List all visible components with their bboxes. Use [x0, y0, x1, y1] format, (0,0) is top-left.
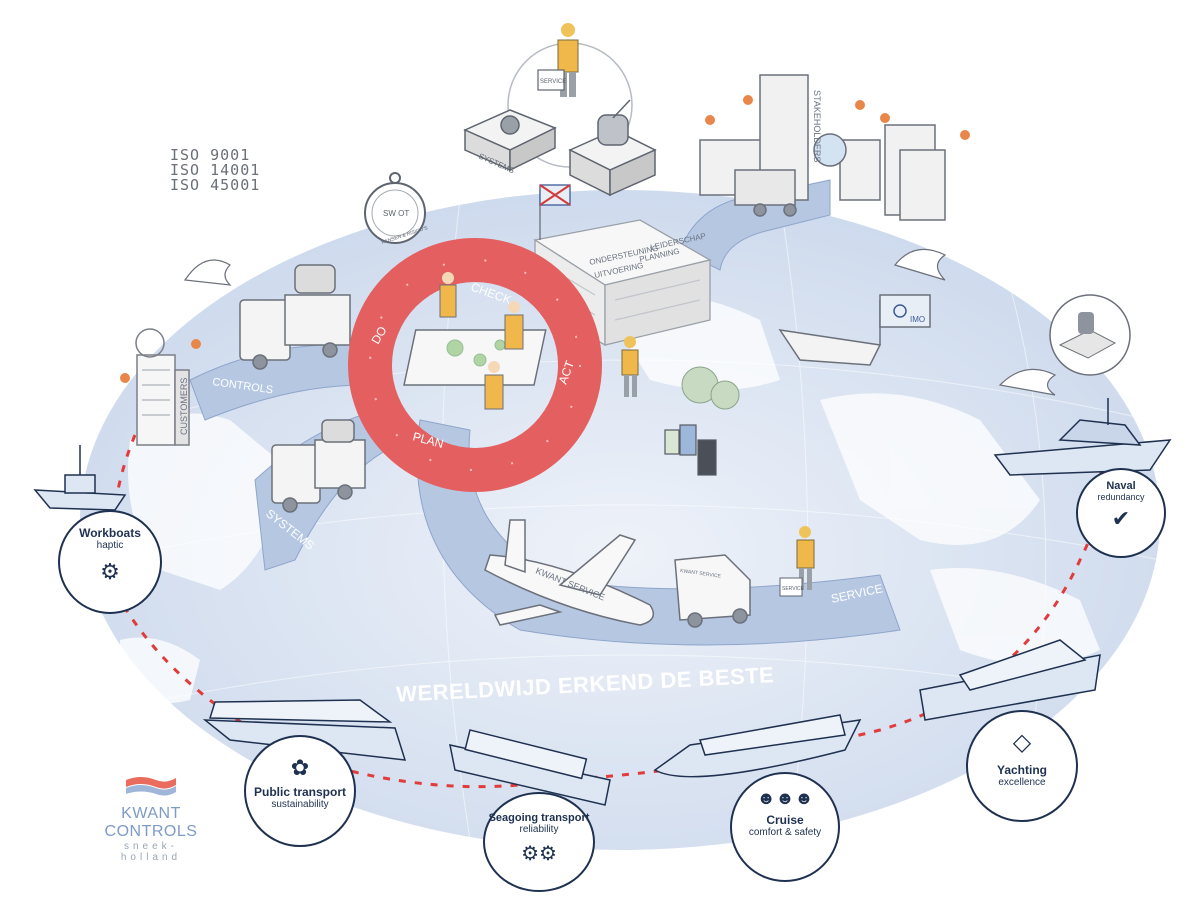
- plane: [484, 519, 655, 626]
- service-case-top-label: SERVICE: [540, 79, 566, 85]
- truck-controls: [239, 264, 351, 370]
- pdca-ring: [348, 238, 602, 492]
- stakeholders-label: STAKEHOLDERS: [812, 90, 822, 162]
- logo-name: KWANT CONTROLS: [104, 805, 198, 840]
- badge-naval: Naval redundancy ✔: [1076, 468, 1166, 558]
- badge-title: Yachting: [996, 763, 1047, 777]
- service-van: [674, 554, 751, 628]
- site-worker: [621, 336, 639, 397]
- customers-label: CUSTOMERS: [179, 378, 189, 435]
- badge-title: Naval: [1106, 480, 1136, 492]
- diamond-icon: ◇: [1012, 729, 1032, 756]
- joystick-bubble: [1049, 294, 1131, 376]
- waves: [183, 248, 1057, 396]
- van-label: KWANT SERVICE: [680, 568, 722, 580]
- badge-public-transport: ✿ Public transport sustainability: [244, 735, 356, 847]
- badge-yachting: ◇ Yachting excellence: [966, 710, 1078, 822]
- service-person-road: [779, 526, 815, 597]
- badge-title: Cruise: [766, 813, 804, 827]
- leaf-icon: ✿: [290, 755, 310, 780]
- stakeholders-city: [699, 74, 946, 221]
- logo-tagline: sneek-holland: [120, 841, 182, 863]
- truck-systems: [271, 419, 366, 513]
- ship-cruise: [653, 714, 862, 778]
- trees: [681, 366, 740, 410]
- badge-subtitle: reliability: [519, 824, 559, 835]
- stakeholders-people: [705, 95, 970, 140]
- service-person: [537, 23, 579, 97]
- people-icon: ☻☻☻: [756, 788, 814, 808]
- ship-seagoing: [449, 729, 611, 806]
- iso-list: ISO 9001 ISO 14001 ISO 45001: [170, 148, 260, 193]
- badge-subtitle: excellence: [998, 777, 1046, 788]
- badge-title: Workboats: [79, 526, 141, 540]
- joystick-icon: ⚙: [100, 559, 120, 584]
- iso-14001: ISO 14001: [170, 161, 261, 179]
- lever-box: [568, 99, 657, 197]
- badge-subtitle: sustainability: [271, 799, 329, 810]
- customers-building: [120, 328, 201, 446]
- iso-9001: ISO 9001: [170, 146, 251, 164]
- badge-workboats: Workboats haptic ⚙: [58, 510, 162, 614]
- badge-seagoing-transport: Seagoing transport reliability ⚙⚙: [483, 792, 595, 892]
- kwant-controls-logo: KWANT CONTROLS sneek-holland: [96, 772, 206, 863]
- badge-title: Seagoing transport: [488, 812, 590, 824]
- imo-boat: [778, 294, 931, 366]
- gears-icon: ⚙⚙: [521, 843, 557, 865]
- systems-box: [463, 109, 557, 172]
- badge-subtitle: haptic: [96, 540, 124, 551]
- imo-label: IMO: [910, 315, 925, 324]
- compass-swot: SW OT: [383, 209, 409, 218]
- iso-45001: ISO 45001: [170, 176, 261, 194]
- badge-title: Public transport: [253, 785, 346, 799]
- waste-bins: [664, 424, 717, 476]
- shield-check-icon: ✔: [1111, 506, 1131, 531]
- ship-yacht: [919, 639, 1101, 721]
- badge-cruise: ☻☻☻ Cruise comfort & safety: [730, 772, 840, 882]
- service-case-road-label: SERVICE: [782, 586, 805, 592]
- compass-icon: SW OT KANSEN & RISICO'S: [364, 172, 429, 246]
- badge-subtitle: comfort & safety: [748, 827, 822, 838]
- ship-naval: [993, 398, 1172, 476]
- badge-subtitle: redundancy: [1097, 492, 1145, 502]
- logo-flag-icon: [126, 777, 176, 796]
